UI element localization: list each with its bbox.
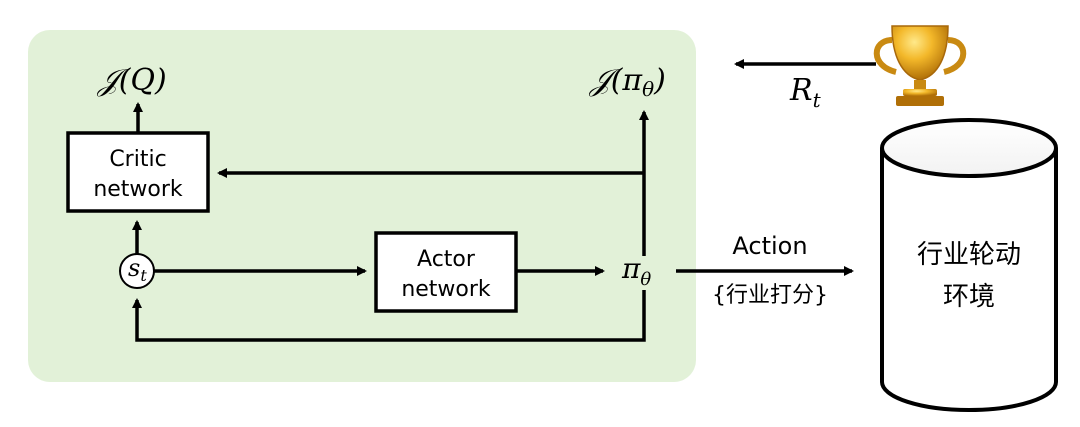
state-label: st [128, 254, 147, 285]
connector-lines [132, 59, 876, 342]
reward-label: Rt [789, 73, 822, 112]
arrow-policy-feedback-to-state [132, 290, 646, 342]
agent-panel [28, 30, 696, 382]
environment-cylinder: 行业轮动 环境 [880, 118, 1058, 412]
action-sublabel: {行业打分} [712, 283, 828, 308]
trophy-icon [873, 25, 967, 106]
actor-network-label-line1: Actor [417, 247, 476, 272]
actor-network-box [374, 231, 518, 313]
critic-network-label-line1: Critic [109, 147, 166, 172]
action-label: Action [732, 232, 807, 260]
actor-network-label-line2: network [401, 277, 491, 302]
critic-network-label-line2: network [93, 177, 183, 202]
actor-objective-label: 𝒥(πθ) [588, 63, 666, 101]
environment-label-line2: 环境 [943, 282, 995, 312]
policy-label: πθ [621, 252, 651, 290]
critic-objective-label: 𝒥(Q) [96, 63, 167, 98]
environment-label-line1: 行业轮动 [917, 240, 1021, 270]
